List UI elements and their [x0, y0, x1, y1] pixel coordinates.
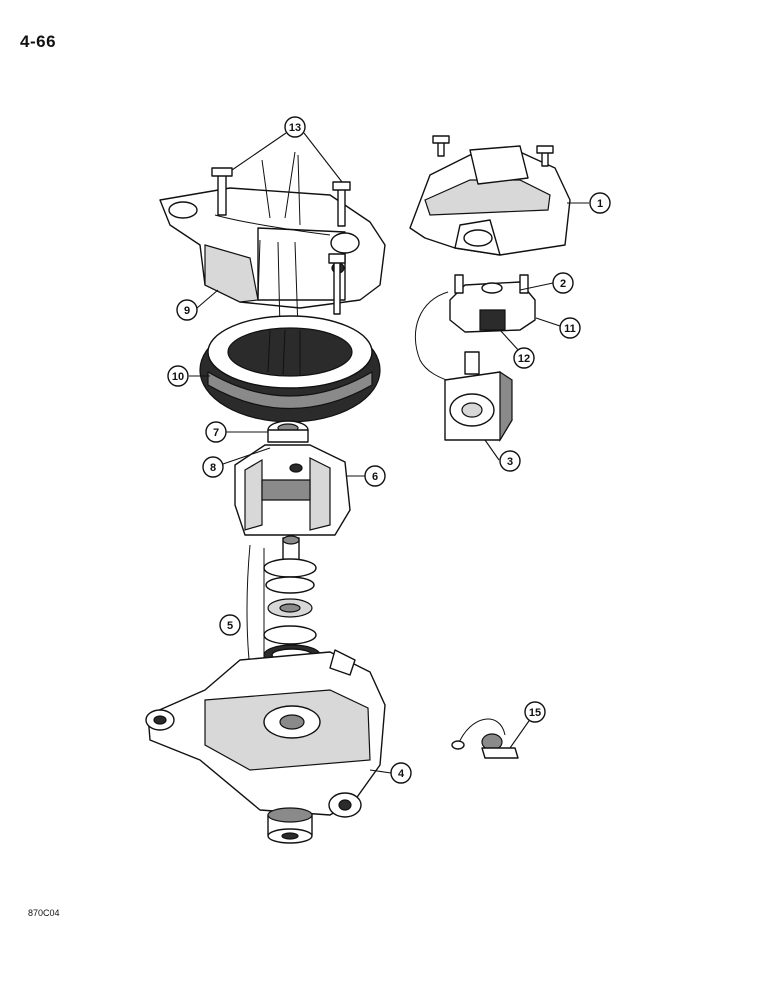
callout-circle [284, 116, 306, 138]
callout-7: 7 [205, 421, 227, 443]
callout-circle [589, 192, 611, 214]
callout-circle [364, 465, 386, 487]
callout-8: 8 [202, 456, 224, 478]
callout-label: 7 [213, 427, 219, 439]
callout-15: 15 [524, 701, 546, 723]
rotor-bearing [267, 420, 309, 443]
stator [199, 315, 381, 423]
callout-label: 11 [564, 323, 576, 335]
callout-circle [202, 456, 224, 478]
callout-circle [176, 299, 198, 321]
rear-cover [409, 135, 571, 256]
bolt-right [332, 181, 351, 227]
callout-label: 15 [529, 707, 541, 719]
callout-label: 12 [518, 353, 530, 365]
bolt-left [211, 167, 233, 216]
callout-label: 10 [172, 371, 184, 383]
slip-ring-end-frame [159, 151, 386, 331]
callout-6: 6 [364, 465, 386, 487]
callout-13: 13 [284, 116, 306, 138]
callout-label: 13 [289, 122, 301, 134]
callout-circle [205, 421, 227, 443]
callout-2: 2 [552, 272, 574, 294]
callout-circle [524, 701, 546, 723]
callout-label: 9 [184, 305, 190, 317]
callout-circle [499, 450, 521, 472]
callout-label: 1 [597, 198, 603, 210]
drive-end-frame [145, 649, 386, 844]
callout-label: 8 [210, 462, 216, 474]
callout-label: 5 [227, 620, 233, 632]
callout-circle [390, 762, 412, 784]
callout-label: 3 [507, 456, 513, 468]
rectifier-block [444, 351, 513, 443]
callout-9: 9 [176, 299, 198, 321]
callout-10: 10 [167, 365, 189, 387]
callout-circle [219, 614, 241, 636]
callout-circle [513, 347, 535, 369]
page-number: 4-66 [20, 32, 57, 51]
callout-11: 11 [559, 317, 581, 339]
callout-label: 6 [372, 471, 378, 483]
leader-lines [189, 132, 589, 774]
figure-code: 870C04 [28, 908, 60, 918]
callout-12: 12 [513, 347, 535, 369]
terminal-lead [451, 718, 519, 759]
callout-circle [559, 317, 581, 339]
callout-1: 1 [589, 192, 611, 214]
bolt-rear [328, 253, 346, 315]
callout-label: 4 [398, 768, 405, 780]
callout-label: 2 [560, 278, 566, 290]
callout-circle [552, 272, 574, 294]
connector-wire [414, 291, 453, 383]
callout-circle [167, 365, 189, 387]
callout-4: 4 [390, 762, 412, 784]
brush-holder-assembly [449, 274, 536, 333]
rotor [234, 444, 351, 536]
callout-3: 3 [499, 450, 521, 472]
callout-5: 5 [219, 614, 241, 636]
